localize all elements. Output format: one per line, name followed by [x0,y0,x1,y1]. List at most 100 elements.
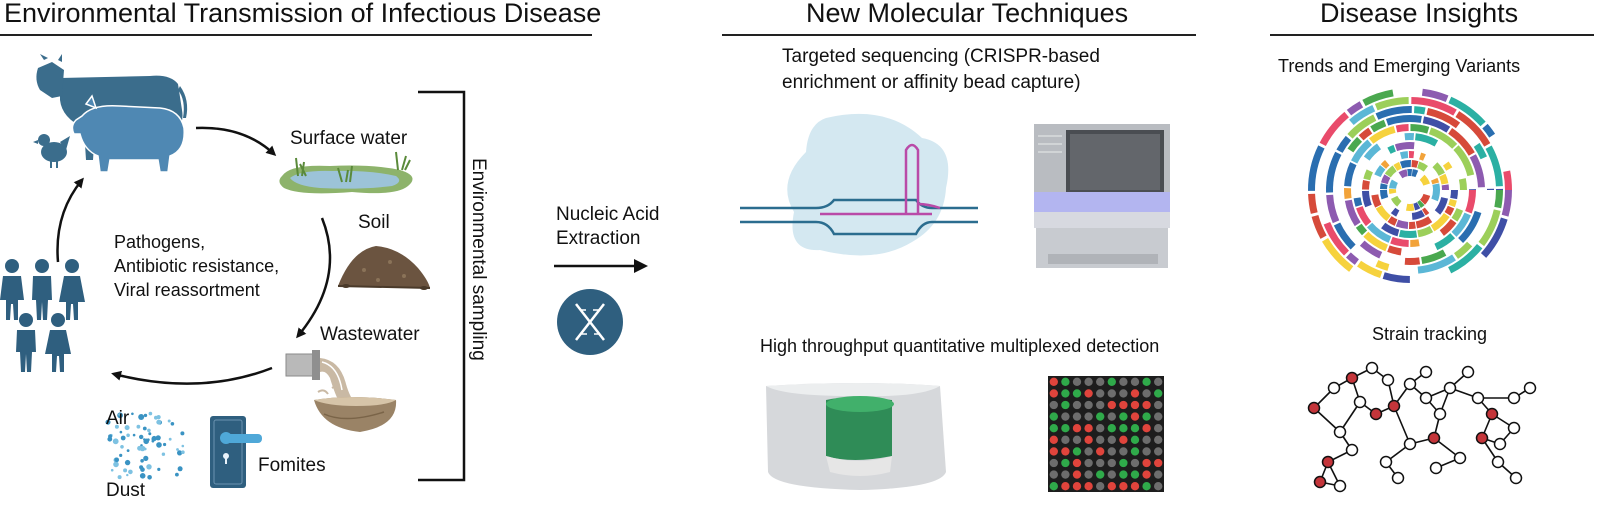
wastewater-basin-icon [314,397,397,432]
ring-segment [1494,190,1503,209]
ring-segment [1428,127,1458,149]
air-particle [117,475,122,480]
air-particle [124,425,130,431]
network-node [1491,455,1505,469]
ring-segment [1344,199,1361,227]
targeted-seq-line-2: enrichment or affinity bead capture) [782,72,1081,93]
ring-segment [1351,139,1372,164]
ring-segment [1363,169,1373,181]
network-node [1387,399,1401,413]
ring-segment [1393,162,1402,171]
microarray-spot [1130,458,1140,468]
microarray-spot [1096,447,1105,456]
microarray-spot [1107,412,1116,421]
ring-segment [1380,183,1388,190]
microarray-spot [1154,389,1163,398]
network-node [1475,431,1489,445]
network-node [1453,451,1467,465]
ring-segment [1439,219,1457,236]
microarray-spot [1142,435,1151,444]
microarray-spot [1130,424,1140,433]
air-particle [119,453,123,457]
transmission-cycle-diagram [0,54,466,488]
network-node [1365,361,1379,375]
air-particle [156,442,162,448]
ring-segment [1355,223,1368,236]
targeted-seq-line-1: Targeted sequencing (CRISPR-based [782,46,1100,67]
air-particles-icon [105,411,185,480]
sampling-bracket [418,90,466,482]
microarray-spot [1119,458,1128,468]
ring-segment [1448,199,1457,208]
air-particle [126,433,130,438]
microarray-spot [1096,389,1105,398]
microarray-spot [1119,377,1128,386]
people-group-icon [0,259,85,372]
label-fomites: Fomites [258,455,326,476]
microarray-spot [1130,377,1140,386]
wastewater-pipe-icon [285,350,356,404]
microarray-spot [1084,424,1093,433]
arrow-wastewater-to-environment [111,366,273,385]
ring-segment [1319,111,1349,146]
microarray-spot [1061,412,1070,421]
ring-segment [1444,205,1455,216]
microarray-spot [1107,424,1116,433]
ring-segment [1448,243,1483,274]
sequencer-device-icon [1034,124,1170,268]
air-particle [163,442,167,447]
ring-segment [1417,254,1456,274]
ring-segment [1384,165,1397,178]
network-node [1403,377,1417,391]
air-particle [112,438,119,445]
ring-segment [1453,145,1475,177]
network-node [1381,373,1395,387]
ring-segment [1363,143,1382,161]
air-particle [114,457,119,463]
microarray-spot [1061,389,1070,398]
ring-segment [1415,216,1433,229]
network-node [1327,381,1341,395]
microarray-spot [1084,447,1093,456]
ring-segment [1434,233,1456,251]
air-particle [148,411,153,416]
microarray-spot [1107,458,1116,468]
microarray-spot [1084,412,1093,421]
air-particle [161,452,166,456]
microarray-spot [1119,482,1128,491]
ring-segment [1321,238,1354,272]
microarray-spot [1154,377,1163,386]
microarray-spot [1119,470,1128,479]
ring-segment [1485,145,1503,187]
ring-segment [1326,194,1340,224]
center-text-line-1: Pathogens, [114,232,206,252]
microarray-spot [1107,400,1116,410]
ring-segment [1455,111,1491,147]
microarray-spot [1142,470,1151,479]
air-particle [118,413,121,416]
ring-segment [1441,184,1449,190]
ring-segment [1347,114,1377,139]
network-node [1471,391,1485,405]
microarray-spot [1049,389,1058,398]
air-particle [180,431,185,436]
microarray-spot [1061,470,1070,479]
ring-segment [1387,216,1398,226]
microarray-spot [1049,377,1058,386]
ring-segment [1426,107,1461,129]
air-particle [110,468,114,472]
microarray-spot [1142,458,1151,468]
air-particle [126,473,129,477]
network-node [1443,381,1457,395]
microarray-spot [1061,377,1070,386]
ring-segment [1389,179,1398,189]
microarray-spot [1154,424,1163,433]
microarray-spot [1154,435,1163,444]
network-node [1493,437,1507,451]
ring-segment [1380,189,1389,200]
ring-segment [1344,162,1357,187]
microarray-spot [1049,435,1058,444]
network-edge [1393,405,1411,445]
air-particle [177,466,183,472]
ring-segment [1357,260,1383,279]
